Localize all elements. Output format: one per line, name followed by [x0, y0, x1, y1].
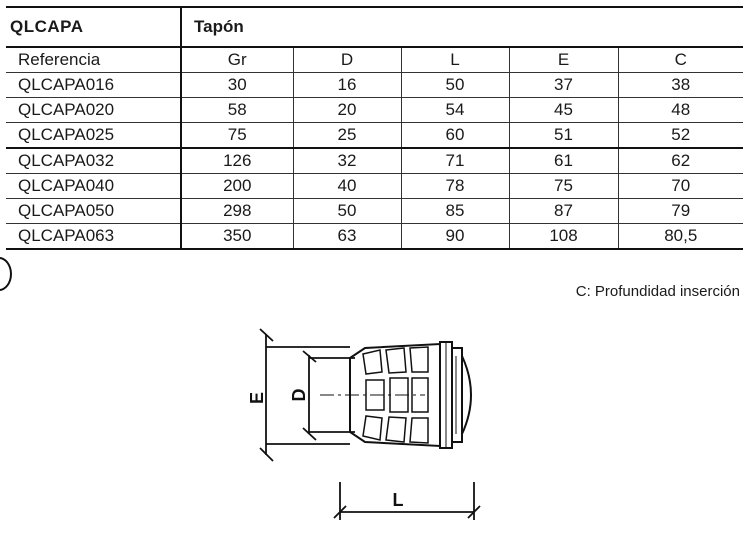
collet-finger: [389, 377, 409, 413]
cell-gr: 30: [180, 72, 293, 98]
header-l: L: [400, 46, 509, 73]
header-d: D: [292, 46, 401, 73]
cell-e: 108: [508, 223, 618, 250]
cell-l: 50: [400, 72, 509, 98]
table-row: QLCAPA016 30 16 50 37 38: [6, 72, 743, 98]
header-e: E: [508, 46, 618, 73]
collet-finger: [411, 377, 429, 413]
dim-e-tick-bottom: [259, 447, 274, 462]
spec-table: QLCAPA Tapón Referencia Gr D L E C QLCAP…: [6, 6, 743, 250]
cell-d: 32: [292, 147, 401, 174]
cell-d: 25: [292, 122, 401, 149]
cell-gr: 350: [180, 223, 293, 250]
cell-gr: 58: [180, 97, 293, 123]
table-row: QLCAPA063 350 63 90 108 80,5: [6, 223, 743, 250]
product-code: QLCAPA: [6, 6, 182, 47]
collet-finger: [409, 346, 429, 373]
dim-l-tick-right: [467, 505, 481, 519]
cell-ref: QLCAPA016: [6, 72, 181, 98]
dim-label-d: D: [289, 389, 309, 402]
cell-c: 48: [617, 97, 743, 123]
product-name: Tapón: [181, 6, 743, 47]
dim-label-l: L: [393, 490, 404, 510]
cell-d: 40: [292, 173, 401, 199]
cell-c: 52: [617, 122, 743, 149]
table-row: QLCAPA050 298 50 85 87 79: [6, 198, 743, 224]
table-row: QLCAPA020 58 20 54 45 48: [6, 97, 743, 123]
cell-gr: 298: [180, 198, 293, 224]
cell-l: 54: [400, 97, 509, 123]
cell-c: 38: [617, 72, 743, 98]
cap-rim: [451, 347, 463, 443]
title-row: QLCAPA Tapón: [6, 6, 743, 47]
footnote: C: Profundidad inserción: [575, 283, 740, 300]
header-gr: Gr: [180, 46, 293, 73]
cell-ref: QLCAPA025: [6, 122, 181, 149]
cell-gr: 126: [180, 147, 293, 174]
cell-ref: QLCAPA032: [6, 147, 181, 174]
header-referencia: Referencia: [6, 46, 181, 73]
cell-l: 71: [400, 147, 509, 174]
table-header-row: Referencia Gr D L E C: [6, 46, 743, 73]
cell-l: 85: [400, 198, 509, 224]
cell-c: 62: [617, 147, 743, 174]
table-row: QLCAPA040 200 40 78 75 70: [6, 173, 743, 199]
collet-finger: [409, 417, 429, 444]
cell-c: 79: [617, 198, 743, 224]
cell-l: 78: [400, 173, 509, 199]
dim-d-tick-bottom: [302, 427, 317, 441]
cell-ref: QLCAPA050: [6, 198, 181, 224]
cell-d: 16: [292, 72, 401, 98]
dim-e-tick-top: [259, 328, 274, 342]
collet-finger: [385, 347, 407, 374]
dim-l-tick-left: [333, 505, 347, 519]
collet-finger: [362, 349, 383, 375]
collet-finger: [365, 379, 385, 411]
cell-gr: 200: [180, 173, 293, 199]
dim-label-e: E: [247, 392, 267, 404]
cell-d: 50: [292, 198, 401, 224]
table-row: QLCAPA025 75 25 60 51 52: [6, 122, 743, 149]
header-c: C: [617, 46, 743, 73]
cell-ref: QLCAPA040: [6, 173, 181, 199]
dim-d-tick-top: [302, 350, 317, 363]
cell-e: 61: [508, 147, 618, 174]
cell-d: 20: [292, 97, 401, 123]
cell-e: 37: [508, 72, 618, 98]
cell-d: 63: [292, 223, 401, 250]
cap-dome: [461, 355, 472, 435]
cell-ref: QLCAPA063: [6, 223, 181, 250]
collet-finger: [362, 415, 383, 441]
cell-e: 45: [508, 97, 618, 123]
cell-l: 90: [400, 223, 509, 250]
cell-e: 87: [508, 198, 618, 224]
table-row: QLCAPA032 126 32 71 61 62: [6, 147, 743, 174]
cell-ref: QLCAPA020: [6, 97, 181, 123]
cell-c: 80,5: [617, 223, 743, 250]
cell-c: 70: [617, 173, 743, 199]
cell-e: 75: [508, 173, 618, 199]
collet-finger: [385, 416, 407, 443]
